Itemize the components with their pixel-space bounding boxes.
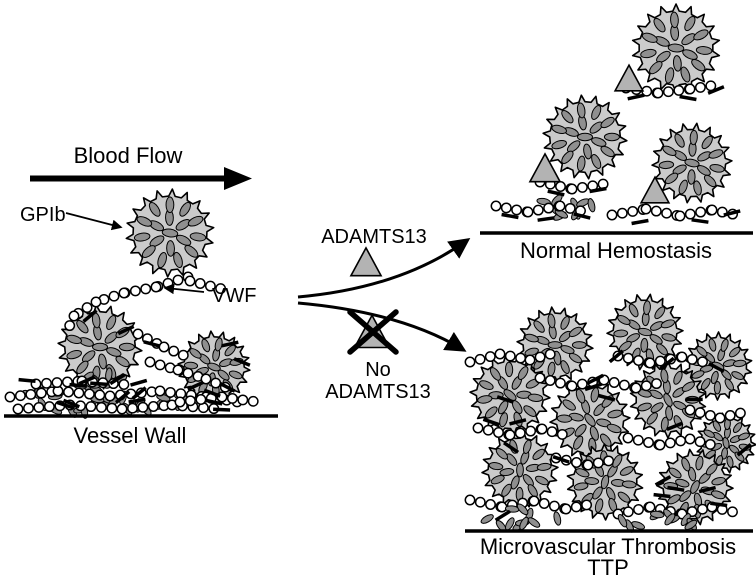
- arrow-to-normal-hemostasis-icon: [297, 237, 471, 299]
- platelet-icon: [125, 188, 215, 278]
- vwf-dash: [203, 388, 221, 398]
- vwf-chain: [184, 275, 227, 295]
- adamts13-triangle-icon: [613, 63, 645, 92]
- adamts13-triangle-icon: [528, 152, 562, 183]
- vwf-dash: [597, 393, 616, 402]
- vwf-dash: [117, 324, 135, 336]
- normal-hemostasis-label: Normal Hemostasis: [520, 238, 712, 263]
- vwf-dash: [547, 189, 565, 197]
- vwf-dash: [482, 417, 500, 427]
- no-adamts13-label: ADAMTS13: [325, 381, 431, 403]
- vwf-dash: [608, 349, 624, 364]
- platelet-icon: [469, 354, 551, 436]
- vwf-dash: [707, 85, 725, 95]
- vwf-dash: [698, 485, 717, 494]
- ttp-scene: [464, 293, 756, 533]
- vwf-chain: [606, 203, 739, 222]
- vwf-chain: [622, 432, 716, 451]
- adamts13-label: ADAMTS13: [321, 226, 427, 248]
- vwf-dash: [218, 381, 236, 393]
- vwf-dash: [503, 441, 520, 454]
- normal-hemostasis-scene: [490, 3, 741, 226]
- platelet-icon: [683, 331, 753, 401]
- vwf-chain: [612, 350, 708, 369]
- vwf-chain: [464, 494, 593, 515]
- vwf-dash: [69, 382, 87, 388]
- vwf-dash: [627, 93, 645, 101]
- blood-flow-arrow-icon: [30, 167, 252, 190]
- gpib-label: GPIb: [20, 204, 66, 226]
- vwf-dash: [62, 398, 80, 409]
- ttp-label: TTP: [587, 555, 629, 580]
- vwf-dash: [736, 443, 752, 457]
- vwf-dash: [667, 485, 685, 492]
- vwf-dash: [131, 386, 147, 400]
- platelet-icon: [629, 361, 707, 439]
- vwf-dash: [90, 381, 108, 387]
- vwf-dash: [666, 421, 684, 432]
- vwf-dash: [653, 492, 671, 499]
- vwf-dash: [233, 357, 251, 367]
- vwf-dash: [221, 340, 239, 348]
- vwf-dash: [56, 400, 74, 410]
- vwf-dash: [213, 407, 231, 412]
- platelet-icon: [542, 94, 628, 180]
- vwf-dash: [537, 216, 555, 222]
- vwf-dash: [18, 377, 36, 383]
- platelet-icon: [516, 306, 594, 384]
- vwf-dash: [205, 398, 223, 406]
- vwf-label: VWF: [212, 285, 256, 307]
- x-mark-line-icon: [347, 309, 399, 355]
- adamts13-triangle-icon: [639, 175, 671, 204]
- vwf-chain: [490, 200, 586, 218]
- vwf-dash: [691, 218, 709, 224]
- vwf-dash: [128, 397, 146, 404]
- adamts13-triangle-icon: [349, 246, 383, 277]
- vwf-dash: [710, 501, 728, 508]
- vwf-dash: [573, 212, 591, 220]
- platelet-icon: [651, 122, 733, 204]
- vwf-pointer-arrow-icon: [163, 283, 205, 295]
- vwf-chain: [464, 348, 556, 368]
- vwf-dash: [130, 378, 148, 387]
- vessel-wall-label: Vessel Wall: [74, 423, 187, 448]
- gpib-pointer-arrow-icon: [65, 212, 123, 231]
- vwf-dash: [109, 373, 126, 386]
- vwf-dash: [654, 475, 672, 487]
- vwf-chain: [534, 372, 662, 394]
- microvascular-thrombosis-label: Microvascular Thrombosis: [480, 534, 736, 559]
- vwf-dash: [723, 209, 741, 217]
- vwf-dash: [496, 395, 514, 404]
- vwf-chain: [684, 404, 746, 424]
- blood-flow-label: Blood Flow: [74, 143, 183, 168]
- platelet-icon: [481, 431, 559, 509]
- vwf-chain: [132, 328, 189, 361]
- vwf-dash: [78, 375, 96, 386]
- spread-platelet-icon: [617, 508, 698, 533]
- vwf-dash: [584, 382, 602, 392]
- vwf-dash: [587, 373, 604, 385]
- vwf-dash: [82, 309, 98, 323]
- vwf-dash: [509, 418, 527, 426]
- no-label: No: [365, 359, 391, 381]
- vwf-dash: [589, 186, 607, 194]
- vwf-dash: [501, 212, 519, 220]
- vwf-dash: [552, 455, 570, 464]
- vwf-dash: [187, 380, 205, 391]
- vwf-dash: [494, 509, 511, 522]
- platelet-icon: [631, 3, 721, 93]
- vwf-dash: [114, 390, 131, 404]
- vwf-dash: [708, 361, 725, 374]
- vwf-dash: [631, 218, 649, 226]
- vwf-dash: [659, 356, 675, 371]
- vwf-chain: [144, 356, 231, 393]
- vwf-dash: [143, 340, 161, 348]
- vwf-chain: [472, 422, 568, 441]
- vessel-wall-scene: [4, 188, 259, 419]
- vwf-dash: [679, 94, 697, 102]
